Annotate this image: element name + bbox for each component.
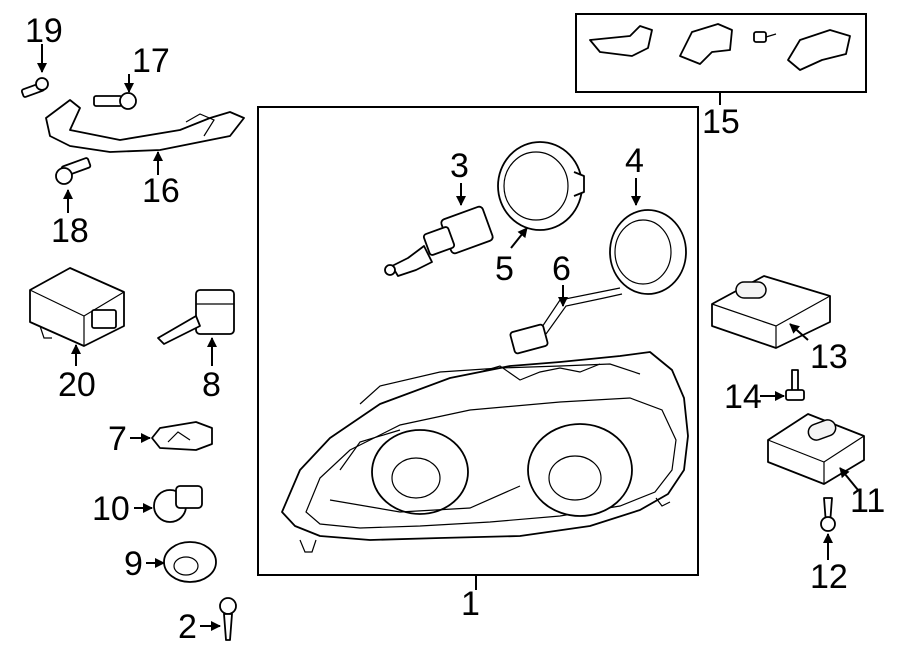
mounting-bracket [45, 99, 245, 153]
control-module-20 [29, 267, 125, 347]
screw-19 [20, 77, 49, 98]
callout-2: 2 [178, 608, 197, 646]
leader-11 [839, 467, 859, 491]
callout-18: 18 [51, 212, 89, 250]
callout-6: 6 [552, 250, 571, 288]
screw-18 [55, 157, 92, 185]
screw-12 [820, 497, 836, 532]
bulb-socket [163, 541, 217, 583]
callout-13: 13 [810, 338, 848, 376]
ballast-13 [711, 275, 831, 349]
hid-bulb [384, 205, 494, 277]
leader-5 [510, 227, 528, 249]
callout-12: 12 [810, 558, 848, 596]
wire-socket [509, 287, 623, 355]
headlamp-housing [281, 351, 689, 553]
screw-17 [93, 92, 137, 110]
callout-19: 19 [25, 12, 63, 50]
hid-bulb-8 [157, 289, 235, 345]
callout-8: 8 [202, 366, 221, 404]
screw-2 [219, 597, 237, 641]
round-bulb [153, 485, 203, 523]
callout-4: 4 [625, 142, 644, 180]
bracket-set [589, 23, 851, 71]
callout-1: 1 [461, 585, 480, 623]
callout-17: 17 [132, 42, 170, 80]
callout-5: 5 [495, 250, 514, 288]
callout-9: 9 [124, 545, 143, 583]
leader-13 [789, 323, 809, 341]
headlamp-assembly-box [257, 106, 699, 576]
callout-10: 10 [92, 490, 130, 528]
ballast-11 [767, 413, 865, 485]
seal-ring [609, 209, 687, 295]
callout-11: 11 [850, 482, 885, 520]
callout-7: 7 [108, 420, 127, 458]
dust-cap [497, 141, 585, 231]
wedge-bulb [151, 421, 213, 451]
callout-14: 14 [724, 378, 762, 416]
callout-16: 16 [142, 172, 180, 210]
screw-14 [785, 369, 805, 401]
callout-20: 20 [58, 366, 96, 404]
callout-15: 15 [702, 103, 740, 141]
callout-3: 3 [450, 147, 469, 185]
